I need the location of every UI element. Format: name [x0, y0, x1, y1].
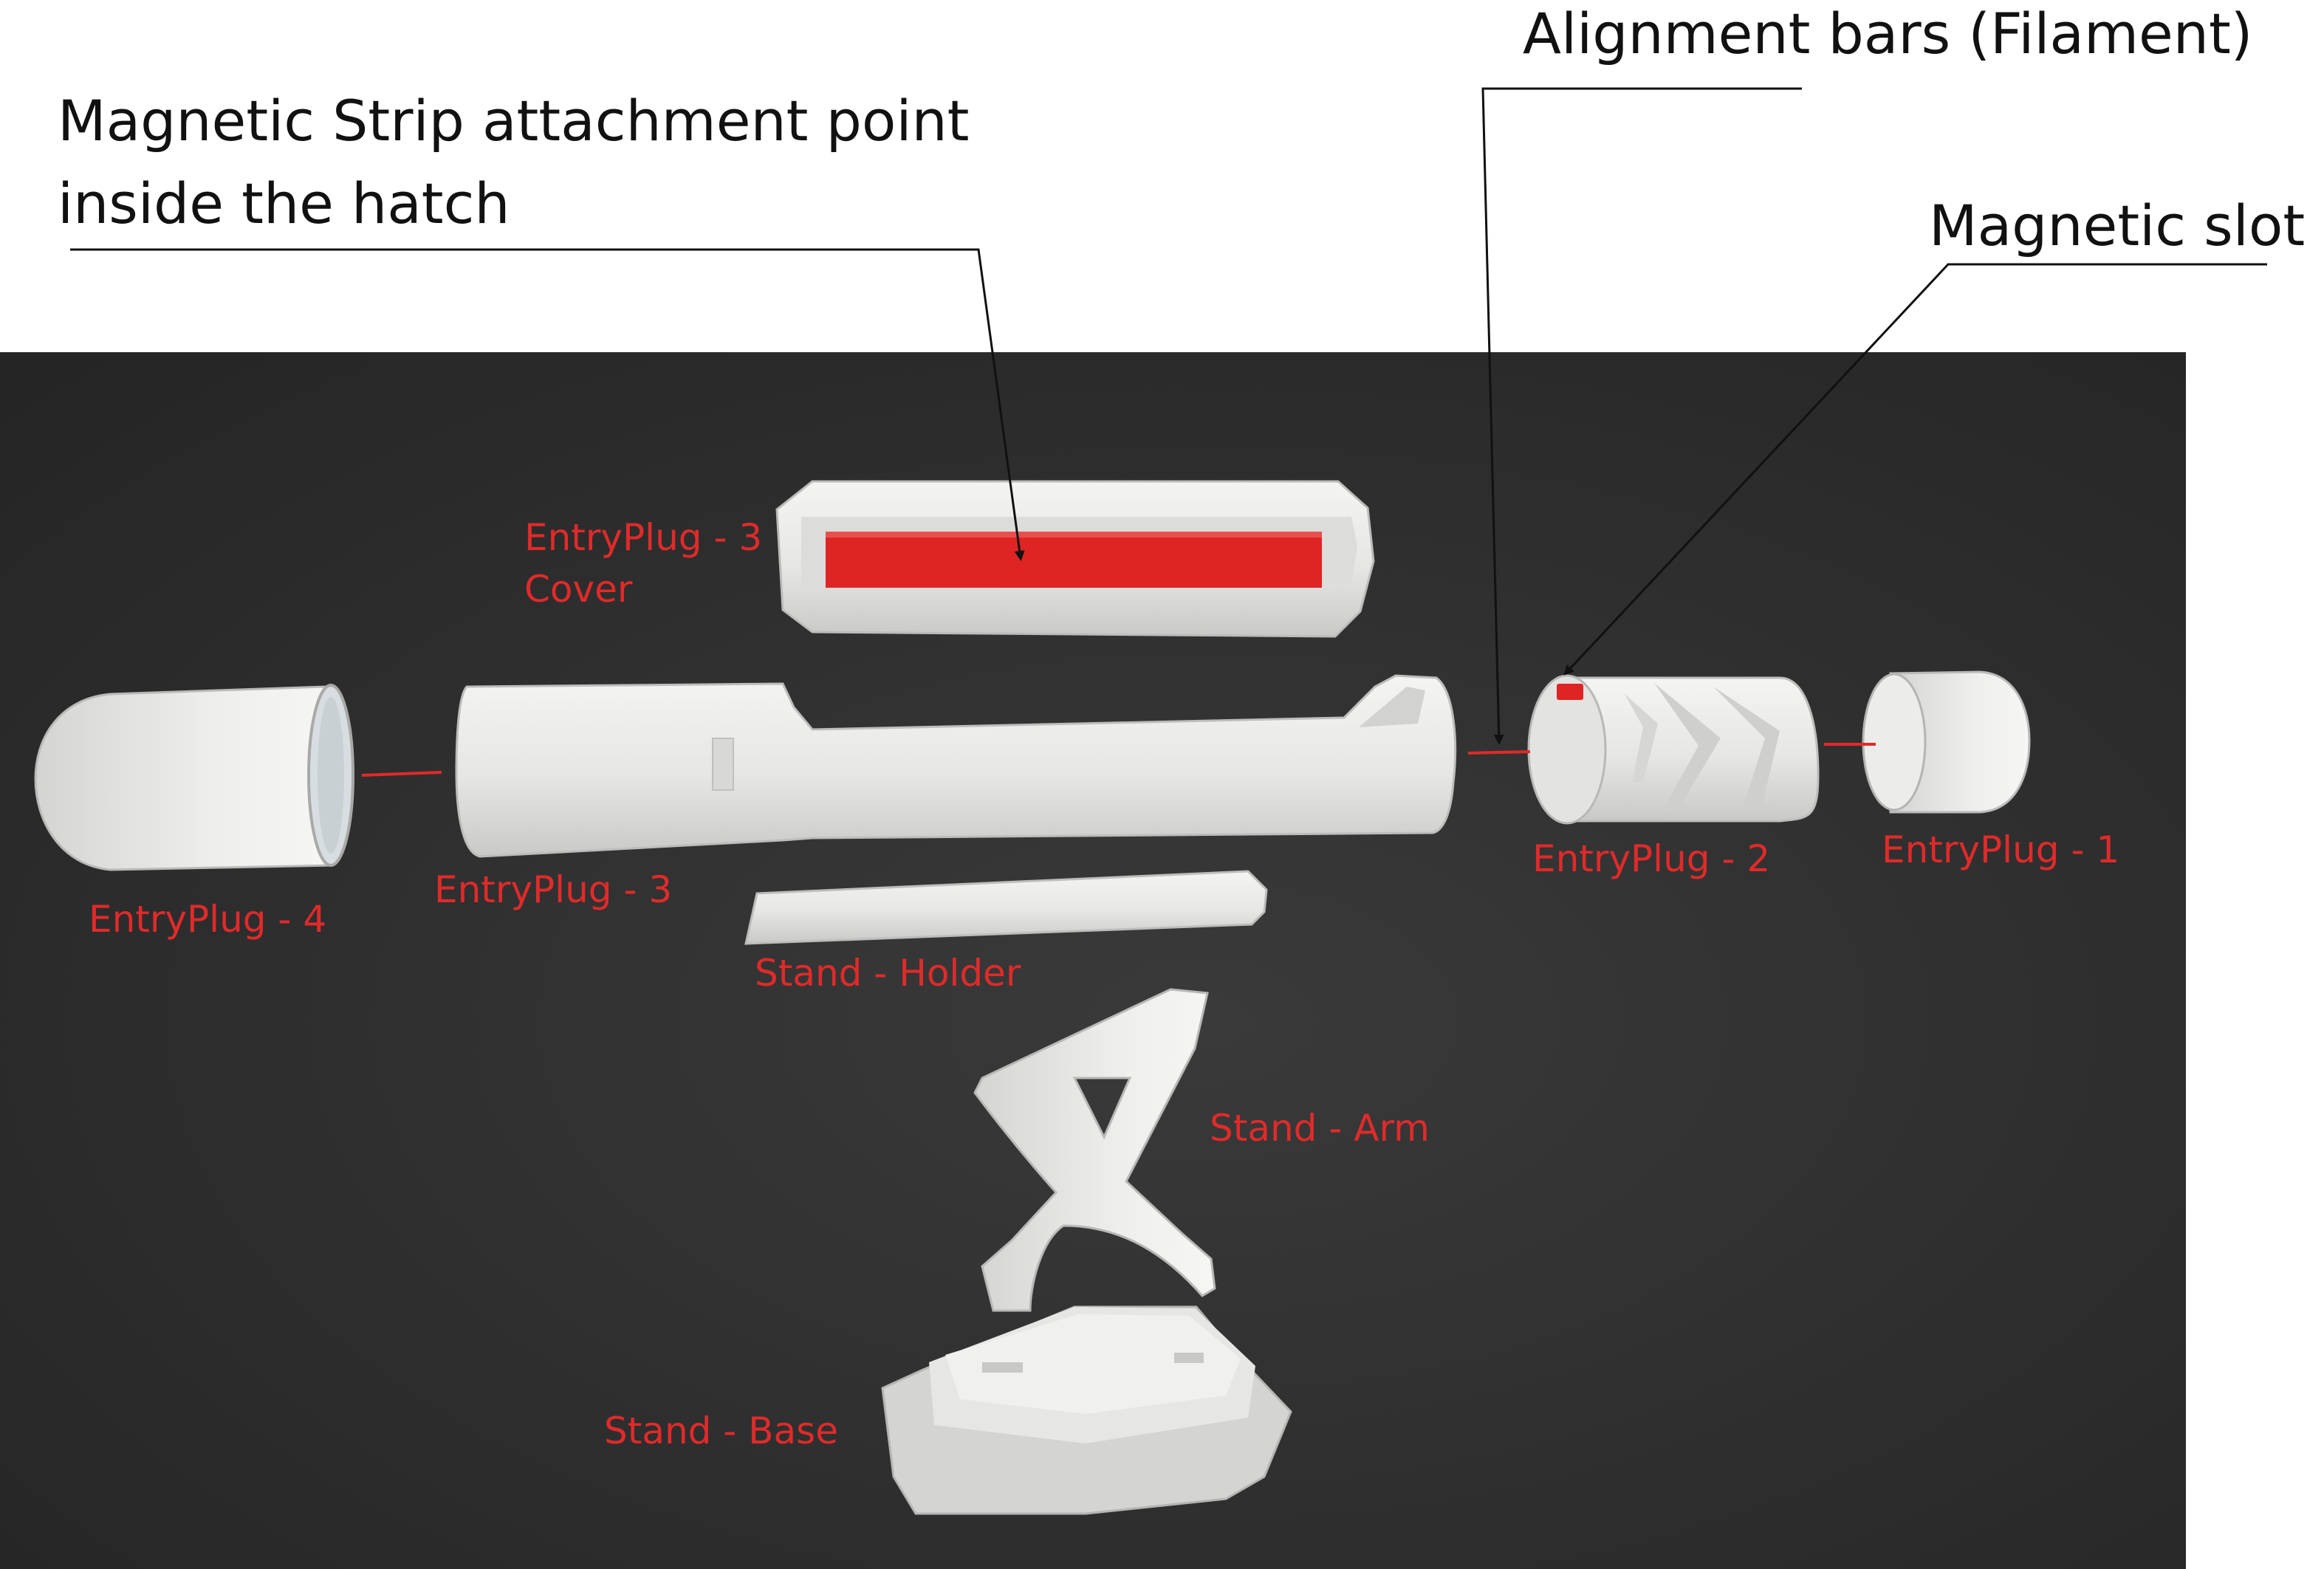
magnetic-strip-annotation-line1: Magnetic Strip attachment point [58, 88, 969, 154]
magnetic-strip [826, 532, 1322, 588]
entryplug-3-label: EntryPlug - 3 [434, 868, 672, 911]
magnetic-slot-marker [1557, 684, 1583, 700]
entryplug-3-cover-label-line2: Cover [524, 568, 633, 611]
alignment-line-4-3 [361, 771, 442, 777]
stand-arm-part [973, 988, 1216, 1312]
entryplug-3-cover-label-line1: EntryPlug - 3 [524, 516, 762, 559]
magnetic-strip-annotation-line2: inside the hatch [58, 171, 510, 236]
entryplug-1-label: EntryPlug - 1 [1882, 828, 2119, 871]
entryplug-2-label: EntryPlug - 2 [1532, 837, 1770, 880]
magnetic-slot-annotation: Magnetic slot [1929, 193, 2305, 258]
magnetic-slot-leader [1563, 263, 2267, 676]
stand-base-part [881, 1305, 1292, 1515]
alignment-bars-annotation: Alignment bars (Filament) [1523, 1, 2252, 66]
alignment-bars-leader [1481, 87, 1802, 745]
stand-holder-part [744, 870, 1268, 945]
entryplug-4-part [34, 684, 354, 871]
entryplug-3-cover-part [775, 480, 1375, 638]
entryplug-2-part [1527, 674, 1820, 825]
entryplug-3-part [455, 674, 1457, 858]
stand-arm-label: Stand - Arm [1210, 1107, 1430, 1150]
entryplug-4-label: EntryPlug - 4 [89, 898, 326, 941]
stand-base-label: Stand - Base [604, 1410, 838, 1452]
entryplug-1-part [1862, 670, 2031, 814]
stand-holder-label: Stand - Holder [755, 952, 1021, 995]
alignment-line-3-2 [1467, 750, 1531, 755]
magnetic-strip-leader [70, 248, 1025, 561]
